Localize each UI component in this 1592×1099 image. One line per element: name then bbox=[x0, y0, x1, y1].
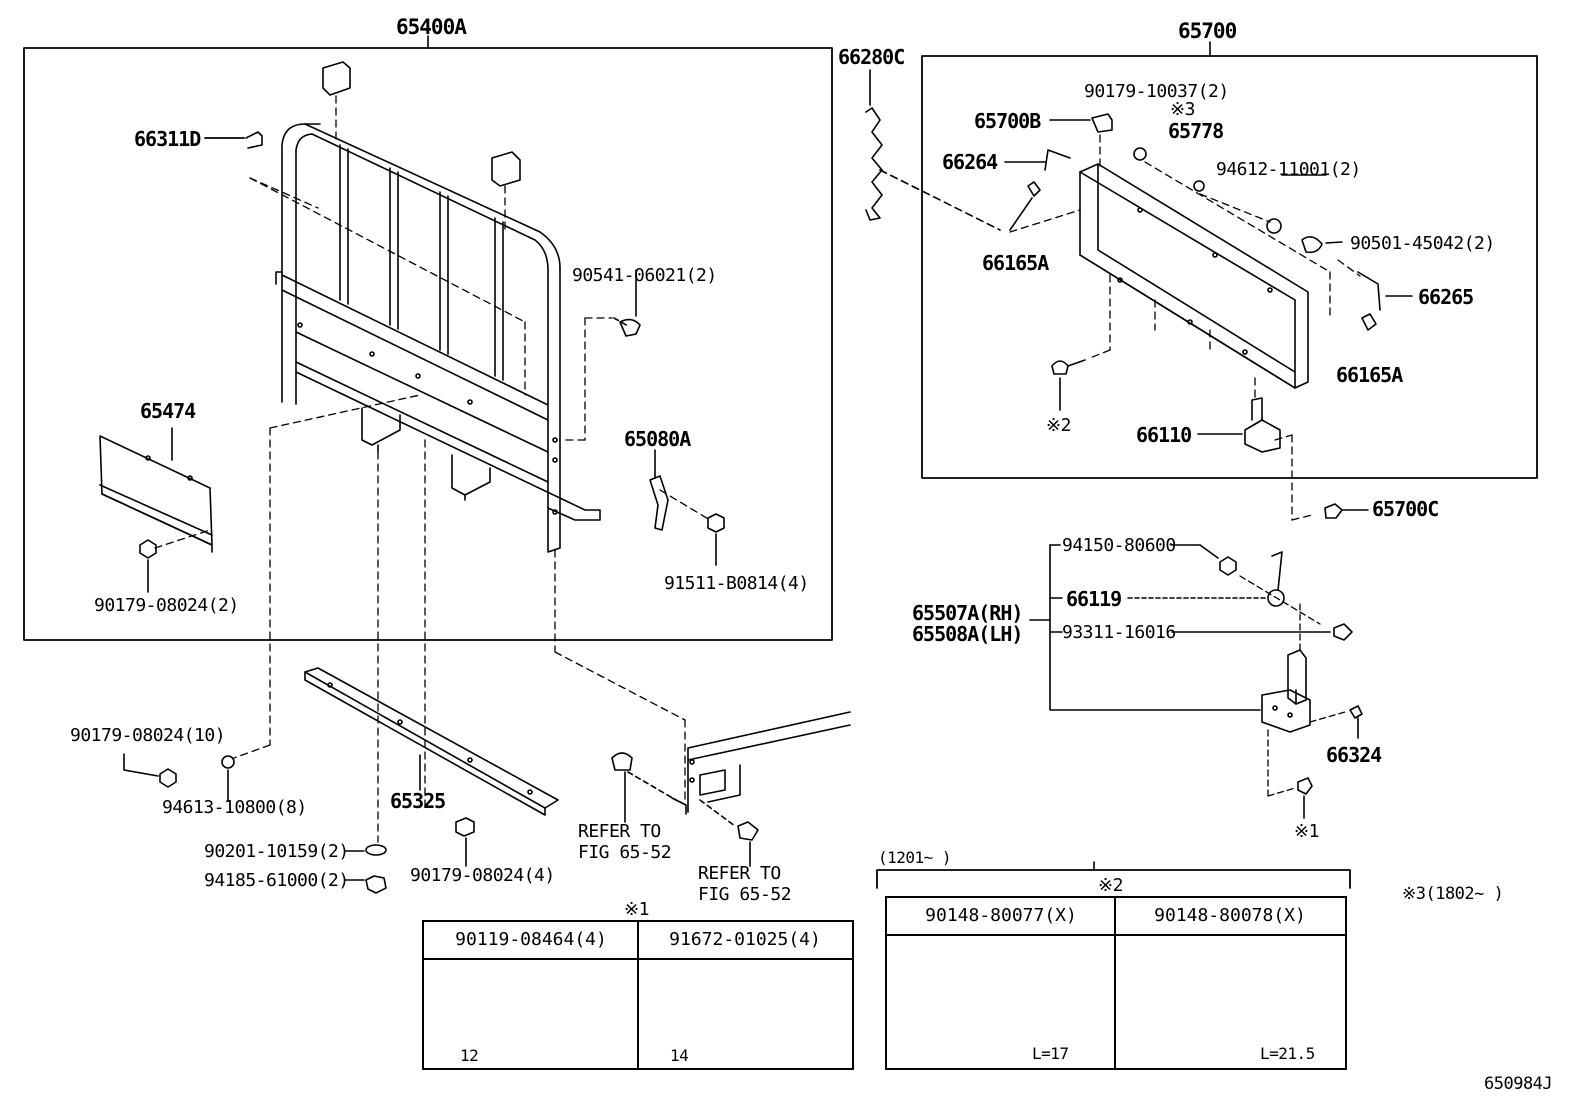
guard-frame-drawing bbox=[275, 123, 601, 553]
label-94612-11001[interactable]: 94612-11001(2) bbox=[1216, 159, 1361, 180]
clip-drawing bbox=[322, 61, 351, 96]
plate-65474-drawing bbox=[99, 435, 213, 546]
label-66165A-lower[interactable]: 66165A bbox=[1336, 363, 1403, 387]
label-90501-45042[interactable]: 90501-45042(2) bbox=[1350, 233, 1495, 254]
label-65778[interactable]: 65778 bbox=[1168, 119, 1224, 143]
label-66165A-upper[interactable]: 66165A bbox=[982, 251, 1049, 275]
table1-dim-12: 12 bbox=[460, 1046, 479, 1065]
label-66264[interactable]: 66264 bbox=[942, 150, 998, 174]
label-refer-2b[interactable]: FIG 65-52 bbox=[698, 884, 792, 905]
label-refer-1b[interactable]: FIG 65-52 bbox=[578, 842, 672, 863]
label-66110[interactable]: 66110 bbox=[1136, 423, 1192, 447]
figure-code: 650984J bbox=[1484, 1074, 1553, 1094]
label-90179-08024-4[interactable]: 90179-08024(4) bbox=[410, 865, 555, 886]
table2-length-17: L=17 bbox=[1032, 1044, 1069, 1063]
table2-col1-header[interactable]: 90148-80077(X) bbox=[887, 898, 1115, 936]
label-65474[interactable]: 65474 bbox=[140, 399, 196, 423]
table2-mark: ※2 bbox=[1098, 875, 1123, 896]
label-66119[interactable]: 66119 bbox=[1066, 587, 1122, 611]
table1-mark: ※1 bbox=[624, 899, 649, 920]
label-66280C[interactable]: 66280C bbox=[838, 45, 905, 69]
label-mark-2: ※2 bbox=[1046, 415, 1071, 436]
table2-col2-header[interactable]: 90148-80078(X) bbox=[1115, 898, 1345, 936]
label-mark-1: ※1 bbox=[1294, 821, 1319, 842]
group-box-65700 bbox=[921, 55, 1538, 479]
fastener-table-1: 90119-08464(4) 91672-01025(4) bbox=[422, 920, 854, 1070]
label-91511-B0814[interactable]: 91511-B0814(4) bbox=[664, 573, 809, 594]
label-90179-10037[interactable]: 90179-10037(2) bbox=[1084, 81, 1229, 102]
label-66324[interactable]: 66324 bbox=[1326, 743, 1382, 767]
label-94613-10800[interactable]: 94613-10800(8) bbox=[162, 797, 307, 818]
tailgate-drawing bbox=[1079, 163, 1309, 389]
label-65400A[interactable]: 65400A bbox=[396, 15, 467, 39]
table1-divider bbox=[637, 922, 639, 1068]
table1-dim-14: 14 bbox=[670, 1046, 689, 1065]
label-66311D[interactable]: 66311D bbox=[134, 127, 201, 151]
fastener-table-2: 90148-80077(X) 90148-80078(X) bbox=[885, 896, 1347, 1070]
label-93311-16016[interactable]: 93311-16016 bbox=[1062, 622, 1176, 643]
label-66265[interactable]: 66265 bbox=[1418, 285, 1474, 309]
label-mark-3: ※3 bbox=[1170, 99, 1195, 120]
label-65700[interactable]: 65700 bbox=[1178, 19, 1237, 43]
label-94185-61000[interactable]: 94185-61000(2) bbox=[204, 870, 349, 891]
label-refer-1a[interactable]: REFER TO bbox=[578, 821, 661, 842]
label-65508A-LH[interactable]: 65508A(LH) bbox=[912, 622, 1023, 646]
table2-length-21-5: L=21.5 bbox=[1260, 1044, 1315, 1063]
table1-col1-header[interactable]: 90119-08464(4) bbox=[424, 922, 638, 960]
label-90201-10159[interactable]: 90201-10159(2) bbox=[204, 841, 349, 862]
label-65700B[interactable]: 65700B bbox=[974, 109, 1041, 133]
table1-col2-header[interactable]: 91672-01025(4) bbox=[638, 922, 852, 960]
rail-65325-drawing bbox=[304, 667, 559, 809]
label-65325[interactable]: 65325 bbox=[390, 789, 446, 813]
table2-range: (1201~ ) bbox=[878, 848, 952, 867]
label-90179-08024-10[interactable]: 90179-08024(10) bbox=[70, 725, 226, 746]
label-refer-2a[interactable]: REFER TO bbox=[698, 863, 781, 884]
label-65700C[interactable]: 65700C bbox=[1372, 497, 1439, 521]
label-90541-06021[interactable]: 90541-06021(2) bbox=[572, 265, 717, 286]
label-90179-08024-2[interactable]: 90179-08024(2) bbox=[94, 595, 239, 616]
label-65080A[interactable]: 65080A bbox=[624, 427, 691, 451]
label-65507A-RH[interactable]: 65507A(RH) bbox=[912, 601, 1023, 625]
table2-divider bbox=[1114, 898, 1116, 1068]
label-94150-80600[interactable]: 94150-80600 bbox=[1062, 535, 1176, 556]
note-3: ※3(1802~ ) bbox=[1402, 884, 1504, 904]
